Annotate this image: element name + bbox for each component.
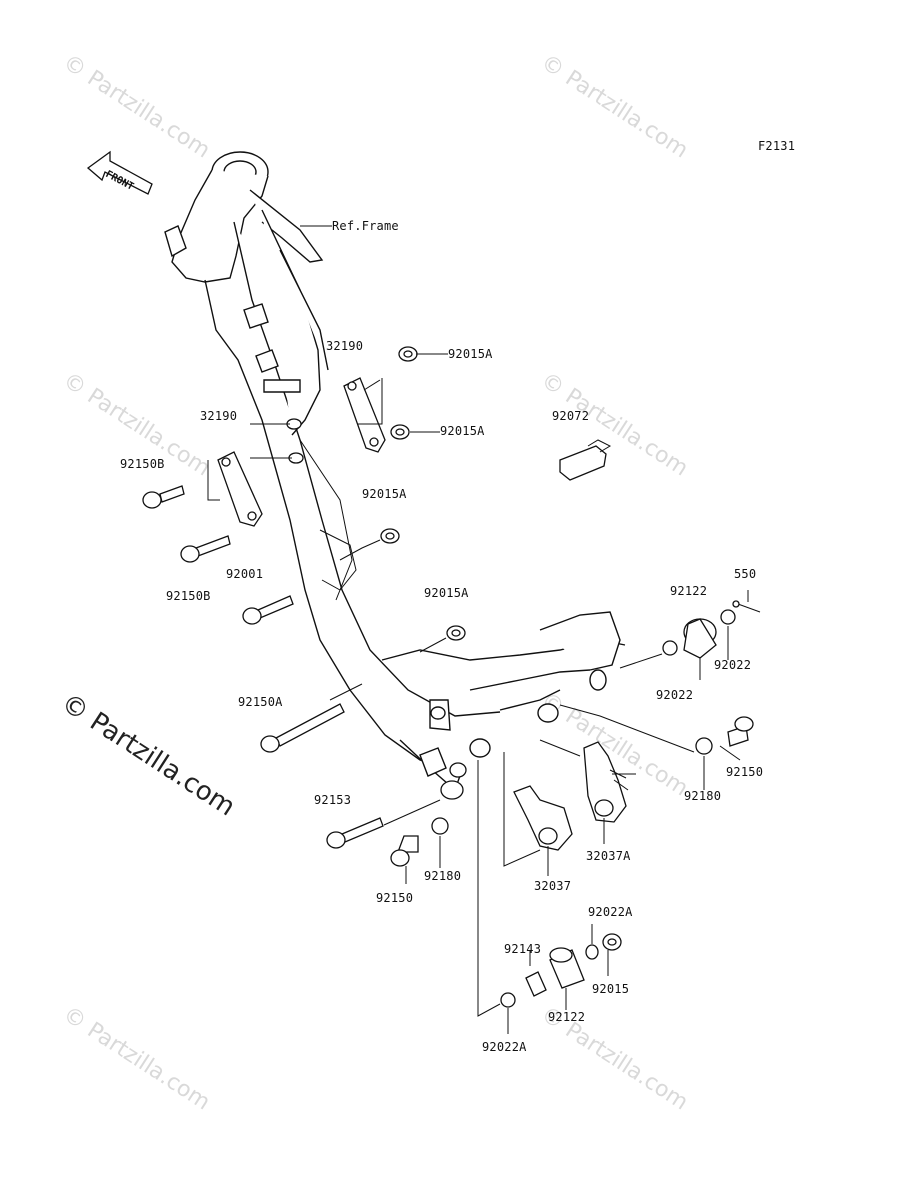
front-arrow-icon: FRONT — [86, 150, 153, 195]
part-label[interactable]: 92001 — [226, 567, 264, 581]
nut-icon — [398, 346, 418, 362]
figure-code: F2131 — [758, 139, 796, 153]
nut-icon — [446, 625, 466, 641]
part-label[interactable]: 92015A — [448, 347, 493, 361]
washer-icon — [585, 944, 599, 960]
ref-frame-label: Ref.Frame — [332, 219, 399, 233]
bolt-icon — [326, 817, 384, 849]
part-label[interactable]: 92150A — [238, 695, 283, 709]
part-label[interactable]: 92022A — [588, 905, 633, 919]
part-label[interactable]: 92015A — [362, 487, 407, 501]
part-label[interactable]: 92150 — [376, 891, 414, 905]
part-label[interactable]: 92180 — [424, 869, 462, 883]
part-label[interactable]: 92022 — [714, 658, 752, 672]
bolt-icon — [180, 535, 231, 563]
part-label[interactable]: 32190 — [326, 339, 364, 353]
nut-icon — [380, 528, 400, 544]
nut-icon — [602, 933, 622, 951]
nut-icon — [390, 424, 410, 440]
bracket-32190-top — [343, 377, 386, 453]
part-label[interactable]: 92150 — [726, 765, 764, 779]
part-label[interactable]: 92015A — [440, 424, 485, 438]
washer-icon — [695, 737, 713, 755]
washer-icon — [662, 640, 678, 656]
washer-icon — [500, 992, 516, 1008]
washer-icon — [720, 609, 736, 625]
bolt-icon — [242, 595, 294, 625]
washer-icon — [431, 817, 449, 835]
collar-icon — [549, 947, 585, 989]
part-label[interactable]: 32190 — [200, 409, 238, 423]
bracket-32190-left — [217, 451, 263, 527]
part-label[interactable]: 92022A — [482, 1040, 527, 1054]
bolt-icon — [390, 835, 419, 867]
part-label[interactable]: 92143 — [504, 942, 542, 956]
part-label[interactable]: 92150B — [120, 457, 165, 471]
part-label[interactable]: 92072 — [552, 409, 590, 423]
part-label[interactable]: 92015 — [592, 982, 630, 996]
part-label[interactable]: 92015A — [424, 586, 469, 600]
leader-lines — [207, 225, 749, 1034]
part-label[interactable]: 92122 — [548, 1010, 586, 1024]
part-label[interactable]: 92180 — [684, 789, 722, 803]
part-label[interactable]: 92022 — [656, 688, 694, 702]
bolt-icon — [727, 716, 754, 747]
part-label[interactable]: 32037A — [586, 849, 631, 863]
collar-92143 — [525, 971, 547, 997]
part-label[interactable]: 92150B — [166, 589, 211, 603]
part-label[interactable]: 550 — [734, 567, 757, 581]
pin-550 — [737, 603, 761, 613]
part-label[interactable]: 32037 — [534, 879, 572, 893]
bolt-icon — [142, 485, 185, 509]
frame — [164, 151, 626, 792]
collar-icon — [683, 618, 717, 659]
part-label[interactable]: 92153 — [314, 793, 352, 807]
part-label[interactable]: 92122 — [670, 584, 708, 598]
link-32037A — [583, 741, 627, 823]
link-32037 — [513, 785, 573, 851]
bolt-icon — [260, 703, 345, 753]
clip-92072 — [559, 445, 607, 481]
